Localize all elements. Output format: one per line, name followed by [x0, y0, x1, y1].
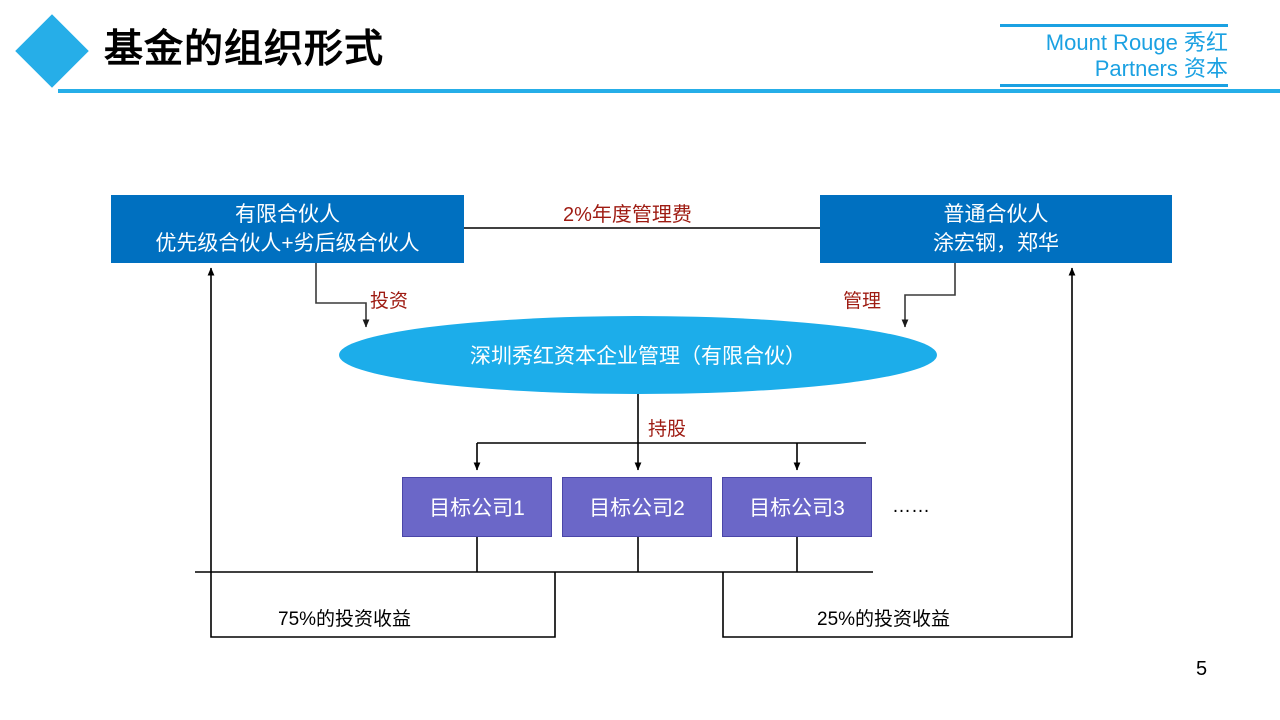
logo-line-1: Mount Rouge 秀红	[1045, 30, 1228, 55]
page-number: 5	[1196, 658, 1208, 680]
limited-partner-subtitle: 优先级合伙人+劣后级合伙人	[155, 232, 420, 255]
edge-label-return-right: 25%的投资收益	[817, 609, 951, 630]
target-company-box-3[interactable]: 目标公司3	[722, 477, 872, 537]
fund-entity-ellipse[interactable]: 深圳秀红资本企业管理（有限合伙）	[339, 316, 937, 394]
edge-label-invest: 投资	[370, 291, 409, 312]
target-company-label-3: 目标公司3	[749, 497, 845, 520]
target-company-box-2[interactable]: 目标公司2	[562, 477, 712, 537]
brand-logo: Mount Rouge 秀红 Partners 资本	[1000, 24, 1228, 87]
diamond-icon	[15, 14, 89, 88]
edge-label-manage: 管理	[843, 291, 882, 312]
target-company-label-2: 目标公司2	[589, 497, 685, 520]
edge-label-return-left: 75%的投资收益	[278, 609, 412, 630]
fund-entity-label: 深圳秀红资本企业管理（有限合伙）	[470, 345, 806, 368]
logo-line-2: Partners 资本	[1094, 56, 1228, 81]
general-partner-subtitle: 涂宏钢，郑华	[933, 232, 1059, 255]
general-partner-title: 普通合伙人	[943, 203, 1049, 226]
target-company-label-1: 目标公司1	[429, 497, 525, 520]
page-title: 基金的组织形式	[104, 28, 385, 71]
logo-rule-bottom	[1000, 84, 1228, 87]
edge-label-management-fee: 2%年度管理费	[563, 204, 692, 226]
target-company-box-1[interactable]: 目标公司1	[402, 477, 552, 537]
target-company-more-label: ……	[892, 496, 930, 517]
limited-partner-box[interactable]: 有限合伙人 优先级合伙人+劣后级合伙人	[111, 195, 464, 263]
logo-rule-top	[1000, 24, 1228, 27]
general-partner-box[interactable]: 普通合伙人 涂宏钢，郑华	[820, 195, 1172, 263]
limited-partner-title: 有限合伙人	[235, 203, 340, 226]
edge-label-hold-shares: 持股	[648, 419, 687, 440]
header-divider	[58, 89, 1280, 93]
